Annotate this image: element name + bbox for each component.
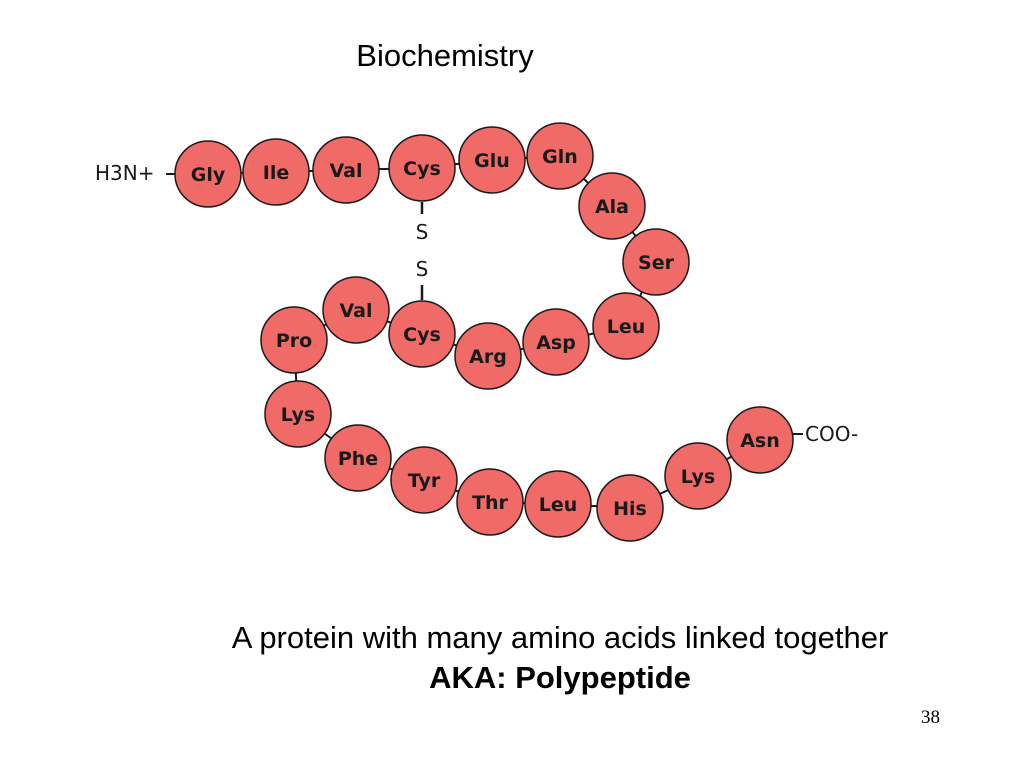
residue-label: Pro — [276, 330, 312, 352]
residue-cys: Cys — [388, 134, 456, 202]
n-terminus-label: H3N+ — [95, 161, 154, 185]
residue-label: His — [613, 498, 647, 520]
sulfur-atom-2: S — [416, 257, 429, 281]
residue-circle — [596, 474, 664, 542]
residue-tyr: Tyr — [390, 446, 458, 514]
residue-circle — [522, 308, 590, 376]
caption-description: A protein with many amino acids linked t… — [231, 620, 889, 655]
residue-label: Val — [340, 300, 373, 322]
residue-pro: Pro — [260, 306, 328, 374]
residue-circle — [264, 380, 332, 448]
residue-asp: Asp — [522, 308, 590, 376]
residue-circle — [524, 470, 592, 538]
residue-gln: Gln — [526, 122, 594, 190]
caption-aka: AKA: Polypeptide — [429, 660, 691, 695]
residue-circle — [622, 228, 690, 296]
residue-gly: Gly — [174, 140, 242, 208]
residue-label: Asp — [536, 332, 576, 354]
residue-circle — [322, 276, 390, 344]
slide-title: Biochemistry — [356, 38, 534, 73]
residue-label: Asn — [740, 430, 780, 452]
residue-label: Leu — [539, 494, 578, 516]
residue-val: Val — [322, 276, 390, 344]
residue-cys: Cys — [388, 300, 456, 368]
residue-ser: Ser — [622, 228, 690, 296]
residue-circle — [388, 134, 456, 202]
residue-label: Phe — [338, 448, 378, 470]
residue-circle — [388, 300, 456, 368]
residue-label: Gly — [191, 164, 226, 186]
page-number: 38 — [921, 707, 940, 728]
sulfur-atom-1: S — [416, 220, 429, 244]
residue-thr: Thr — [456, 468, 524, 536]
residue-circle — [664, 442, 732, 510]
residue-label: Thr — [472, 492, 508, 514]
residue-asn: Asn — [726, 406, 794, 474]
residue-circle — [592, 292, 660, 360]
residue-label: Arg — [469, 346, 507, 368]
residue-circle — [324, 424, 392, 492]
residue-leu: Leu — [524, 470, 592, 538]
residue-circle — [454, 322, 522, 390]
residue-label: Cys — [403, 324, 441, 346]
residue-phe: Phe — [324, 424, 392, 492]
residue-label: Ser — [638, 252, 675, 274]
residue-circle — [526, 122, 594, 190]
residue-label: Ile — [263, 162, 289, 184]
residue-label: Tyr — [408, 470, 441, 492]
residue-circle — [174, 140, 242, 208]
residue-glu: Glu — [458, 126, 526, 194]
residue-circle — [726, 406, 794, 474]
residue-lys: Lys — [664, 442, 732, 510]
residue-circle — [312, 136, 380, 204]
residue-circle — [260, 306, 328, 374]
residue-label: Lys — [281, 404, 316, 426]
residue-arg: Arg — [454, 322, 522, 390]
residue-label: Cys — [403, 158, 441, 180]
residue-label: Leu — [607, 316, 646, 338]
residue-label: Val — [330, 160, 363, 182]
residue-label: Ala — [595, 196, 629, 218]
residue-circle — [456, 468, 524, 536]
terminal-groups: H3N+ COO- — [95, 161, 858, 446]
residue-circle — [578, 172, 646, 240]
residue-ala: Ala — [578, 172, 646, 240]
residue-label: Glu — [474, 150, 510, 172]
residue-his: His — [596, 474, 664, 542]
residue-circle — [458, 126, 526, 194]
residue-leu: Leu — [592, 292, 660, 360]
residue-circle — [242, 138, 310, 206]
residue-ile: Ile — [242, 138, 310, 206]
c-terminus-label: COO- — [805, 422, 858, 446]
residue-label: Gln — [542, 146, 578, 168]
residue-label: Lys — [681, 466, 716, 488]
disulfide-bridge: S S — [416, 202, 429, 300]
residue-lys: Lys — [264, 380, 332, 448]
residue-val: Val — [312, 136, 380, 204]
residue-circle — [390, 446, 458, 514]
